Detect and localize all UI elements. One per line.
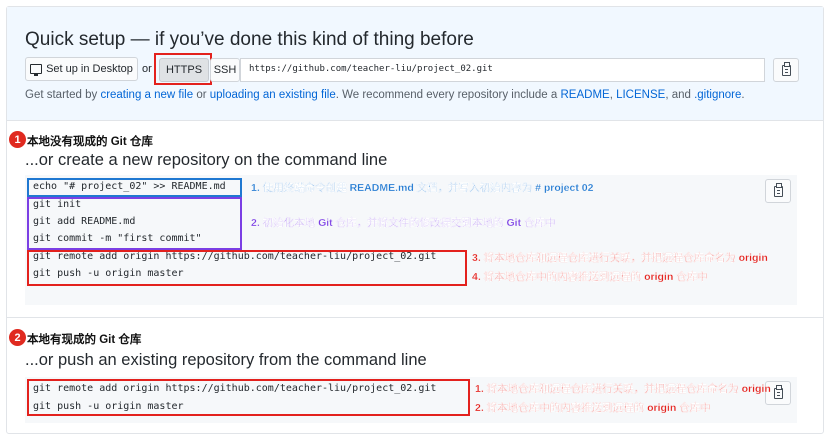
https-button[interactable]: HTTPS bbox=[159, 58, 209, 82]
code-line: git commit -m "first commit" bbox=[33, 233, 202, 244]
get-started-text-part: , bbox=[609, 89, 617, 101]
code-line: git init bbox=[33, 199, 82, 210]
clipboard-icon bbox=[773, 182, 783, 197]
get-started-text-part: Get started by bbox=[25, 89, 101, 101]
create-new-repo-title: ...or create a new repository on the com… bbox=[25, 151, 388, 169]
get-started-text-part: . bbox=[741, 89, 745, 101]
code-line: git push -u origin master bbox=[33, 268, 184, 279]
get-started-text-part: or bbox=[193, 89, 210, 101]
annotation-create-readme: 1. 使用终端命令创建 README.md 文档，并写入初始内容为 # proj… bbox=[251, 182, 594, 194]
echo-highlight-box bbox=[27, 178, 242, 197]
uploading-existing-file-link[interactable]: uploading an existing file bbox=[209, 89, 336, 101]
has-local-repo-note: 本地有现成的 Git 仓库 bbox=[27, 334, 142, 346]
remote-push-highlight-box bbox=[27, 250, 467, 286]
init-commit-highlight-box bbox=[27, 197, 242, 250]
push-existing-repo-title: ...or push an existing repository from t… bbox=[25, 351, 427, 369]
code-line: git remote add origin https://github.com… bbox=[33, 251, 437, 262]
desktop-icon bbox=[30, 64, 43, 76]
clipboard-icon bbox=[781, 61, 791, 76]
clone-url-input[interactable]: https://github.com/teacher-liu/project_0… bbox=[240, 58, 765, 82]
setup-in-desktop-label: Set up in Desktop bbox=[46, 63, 133, 75]
code-line: git add README.md bbox=[33, 216, 136, 227]
get-started-text: Get started by creating a new file or up… bbox=[25, 89, 745, 101]
gitignore-link[interactable]: .gitignore bbox=[694, 89, 742, 101]
annotation-remote-add: 3. 将本地仓库和远程仓库进行关联，并把远程仓库命名为 origin bbox=[472, 252, 768, 264]
copy-code-button[interactable] bbox=[765, 381, 791, 405]
push-existing-repo-section: 2 本地有现成的 Git 仓库 ...or push an existing r… bbox=[7, 319, 823, 433]
annotation-remote-add: 1. 将本地仓库和远程仓库进行关联，并把远程仓库命名为 origin bbox=[475, 383, 771, 395]
create-new-repo-section: 1 本地没有现成的 Git 仓库 ...or create a new repo… bbox=[7, 121, 823, 318]
license-link[interactable]: LICENSE bbox=[616, 89, 666, 101]
readme-link[interactable]: README bbox=[560, 89, 610, 101]
annotation-push: 4. 将本地仓库中的内容推送到远程的 origin 仓库中 bbox=[472, 271, 708, 283]
code-line: git push -u origin master bbox=[33, 401, 184, 412]
get-started-text-part: , and bbox=[665, 89, 695, 101]
get-started-text-part: . We recommend every repository include … bbox=[335, 89, 561, 101]
code-line: echo "# project_02" >> README.md bbox=[33, 181, 226, 192]
copy-url-button[interactable] bbox=[773, 58, 799, 82]
ssh-button[interactable]: SSH bbox=[210, 58, 240, 82]
https-highlight-box bbox=[154, 53, 212, 85]
code-line: git remote add origin https://github.com… bbox=[33, 383, 437, 394]
quick-setup-box: Quick setup — if you’ve done this kind o… bbox=[7, 7, 823, 121]
setup-in-desktop-button[interactable]: Set up in Desktop bbox=[25, 57, 138, 81]
quick-setup-title: Quick setup — if you’ve done this kind o… bbox=[25, 29, 474, 50]
step-badge-2: 2 bbox=[9, 329, 26, 346]
repo-quick-setup-panel: Quick setup — if you’ve done this kind o… bbox=[6, 6, 824, 434]
or-label: or bbox=[142, 63, 152, 75]
remote-push-highlight-box bbox=[27, 379, 470, 416]
copy-code-button[interactable] bbox=[765, 179, 791, 203]
annotation-push: 2. 将本地仓库中的内容推送到远程的 origin 仓库中 bbox=[475, 402, 711, 414]
step-badge-1: 1 bbox=[9, 131, 26, 148]
no-local-repo-note: 本地没有现成的 Git 仓库 bbox=[27, 136, 153, 148]
clipboard-icon bbox=[773, 384, 783, 399]
creating-new-file-link[interactable]: creating a new file bbox=[100, 89, 194, 101]
annotation-init-commit: 2. 初始化本地 Git 仓库，并将文件的修改提交到本地的 Git 仓库中 bbox=[251, 217, 556, 229]
